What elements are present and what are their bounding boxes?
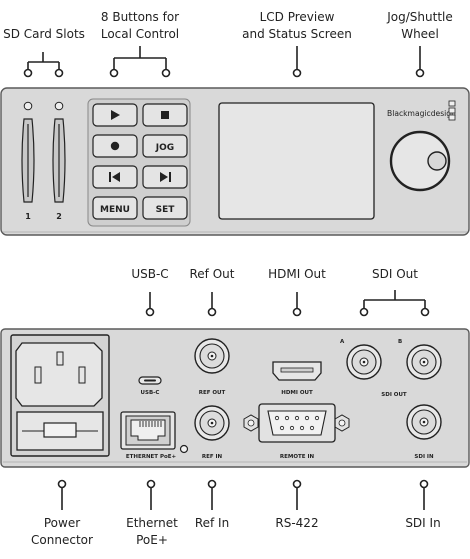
usb-c-port-label: USB-C xyxy=(141,390,160,396)
sdi-out-label: SDI OUT xyxy=(381,392,407,398)
callout-jog: Jog/Shuttle Wheel xyxy=(387,10,453,41)
sdi-b-label: B xyxy=(398,339,402,345)
front-panel: 1 2 JOG xyxy=(0,87,470,236)
rear-top-leader-dots xyxy=(145,307,430,317)
ethernet-port[interactable] xyxy=(120,411,176,450)
brand-logo-text: Blackmagicdesign xyxy=(387,109,456,118)
set-button-label: SET xyxy=(156,205,176,215)
menu-button[interactable]: MENU xyxy=(92,196,138,220)
rear-bottom-leader-dots xyxy=(57,479,429,489)
sdi-out-a-bnc[interactable] xyxy=(346,344,382,380)
ref-in-bnc[interactable] xyxy=(194,405,230,441)
sdi-a-label: A xyxy=(340,339,345,345)
ethernet-port-label: ETHERNET PoE+ xyxy=(126,454,177,460)
rear-bottom-leader-lines xyxy=(61,487,425,510)
play-icon xyxy=(111,110,120,120)
front-leader-lines xyxy=(27,46,421,70)
sd-slot-2[interactable] xyxy=(52,101,66,203)
callout-ethernet: Ethernet PoE+ xyxy=(126,516,178,547)
menu-button-label: MENU xyxy=(100,205,130,215)
usb-c-port[interactable] xyxy=(138,376,162,385)
callout-sd-card-slots: SD Card Slots xyxy=(3,27,85,41)
callout-power: Power Connector xyxy=(31,516,93,547)
hdmi-out-label: HDMI OUT xyxy=(281,390,313,396)
ref-in-label: REF IN xyxy=(202,454,223,460)
callout-ref-in: Ref In xyxy=(194,516,230,530)
skip-forward-icon xyxy=(160,172,171,182)
jog-shuttle-wheel[interactable] xyxy=(389,130,451,192)
front-leader-dots xyxy=(23,68,425,78)
slot-2-label: 2 xyxy=(56,212,62,221)
play-button[interactable] xyxy=(92,103,138,127)
stop-button[interactable] xyxy=(142,103,188,127)
ethernet-status-led xyxy=(179,444,189,454)
callout-hdmi-out: HDMI Out xyxy=(268,267,326,281)
rear-panel: USB-C ETHERNET PoE+ xyxy=(0,328,470,468)
sd-slot-1[interactable] xyxy=(21,101,35,203)
brand-logo-icon xyxy=(448,100,456,121)
sdi-in-label: SDI IN xyxy=(414,454,434,460)
slot-1-label: 1 xyxy=(25,212,31,221)
callout-sdi-out: SDI Out xyxy=(372,267,418,281)
power-connector[interactable] xyxy=(10,334,110,457)
callout-lcd: LCD Preview and Status Screen xyxy=(242,10,352,41)
skip-back-icon xyxy=(109,172,120,182)
lcd-screen xyxy=(218,102,375,220)
set-button[interactable]: SET xyxy=(142,196,188,220)
ref-out-label: REF OUT xyxy=(199,390,226,396)
jog-button-label: JOG xyxy=(155,143,174,153)
stop-icon xyxy=(161,111,169,119)
sdi-out-b-bnc[interactable] xyxy=(406,344,442,380)
callout-ref-out: Ref Out xyxy=(189,267,235,281)
next-button[interactable] xyxy=(142,165,188,189)
hdmi-out-port[interactable] xyxy=(272,361,322,381)
jog-button[interactable]: JOG xyxy=(142,134,188,158)
callout-usb-c: USB-C xyxy=(131,267,169,281)
rs422-remote-port[interactable] xyxy=(243,403,350,443)
record-icon xyxy=(110,141,120,151)
callout-sdi-in: SDI In xyxy=(405,516,441,530)
ref-out-bnc[interactable] xyxy=(194,338,230,374)
record-button[interactable] xyxy=(92,134,138,158)
remote-in-label: REMOTE IN xyxy=(280,454,315,460)
callout-buttons: 8 Buttons for Local Control xyxy=(100,10,180,41)
sdi-in-bnc[interactable] xyxy=(406,404,442,440)
previous-button[interactable] xyxy=(92,165,138,189)
rear-top-leader-lines xyxy=(149,290,426,309)
callout-rs422: RS-422 xyxy=(275,516,319,530)
